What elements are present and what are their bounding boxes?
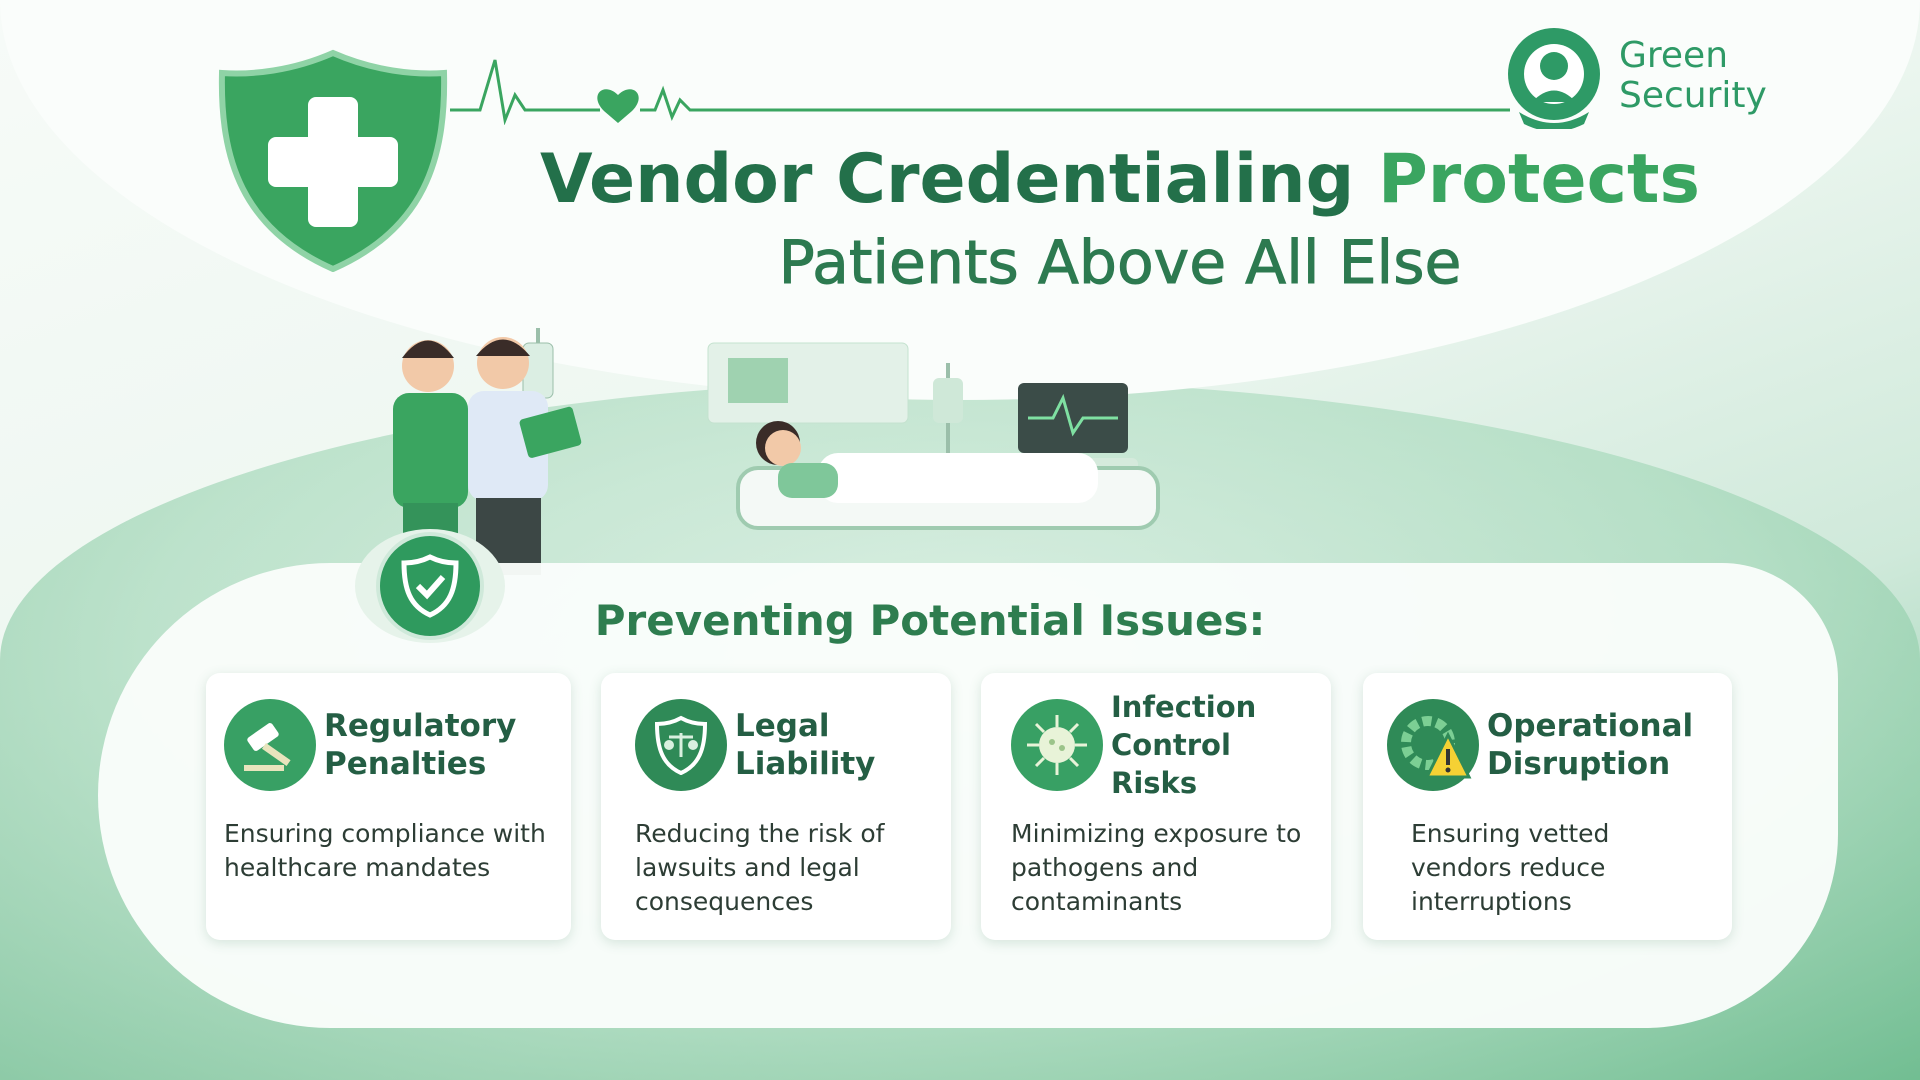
hospital-scene-illustration: [393, 328, 1160, 575]
card-description: Reducing the risk of lawsuits and legal …: [635, 819, 885, 916]
card-description: Ensuring compliance with healthcare mand…: [224, 819, 546, 882]
title-part1: Vendor Credentialing: [540, 140, 1378, 219]
card-description: Ensuring vetted vendors reduce interrupt…: [1411, 819, 1610, 916]
brand-line1: Green: [1619, 35, 1729, 76]
gavel-icon: [224, 699, 316, 791]
brand-line2: Security: [1619, 75, 1767, 116]
virus-icon: [1011, 699, 1103, 791]
green-security-logo-icon: [1508, 28, 1600, 129]
scales-shield-icon: [635, 699, 727, 791]
card-title-line2: Liability: [735, 746, 876, 782]
check-shield-badge: [355, 529, 505, 643]
card-title-line1: Infection: [1111, 690, 1257, 724]
card-title-line1: Operational: [1487, 708, 1694, 744]
section-heading: Preventing Potential Issues:: [594, 596, 1266, 645]
heartbeat-line-icon: [450, 59, 1510, 125]
card-title-line2: Control Risks: [1111, 728, 1231, 800]
medical-shield-icon: [218, 49, 448, 272]
title-highlight: Protects: [1377, 140, 1700, 219]
card-description: Minimizing exposure to pathogens and con…: [1011, 819, 1302, 916]
check-shield-icon: [401, 554, 459, 618]
card-title-line2: Disruption: [1487, 746, 1671, 782]
card-title-line1: Legal: [735, 708, 830, 744]
page-title: Vendor Credentialing Protects: [430, 140, 1810, 219]
card-title-line2: Penalties: [324, 746, 487, 782]
gear-warning-icon: [1387, 699, 1479, 791]
card-title-line1: Regulatory: [324, 708, 517, 744]
page-subtitle: Patients Above All Else: [778, 228, 1462, 299]
